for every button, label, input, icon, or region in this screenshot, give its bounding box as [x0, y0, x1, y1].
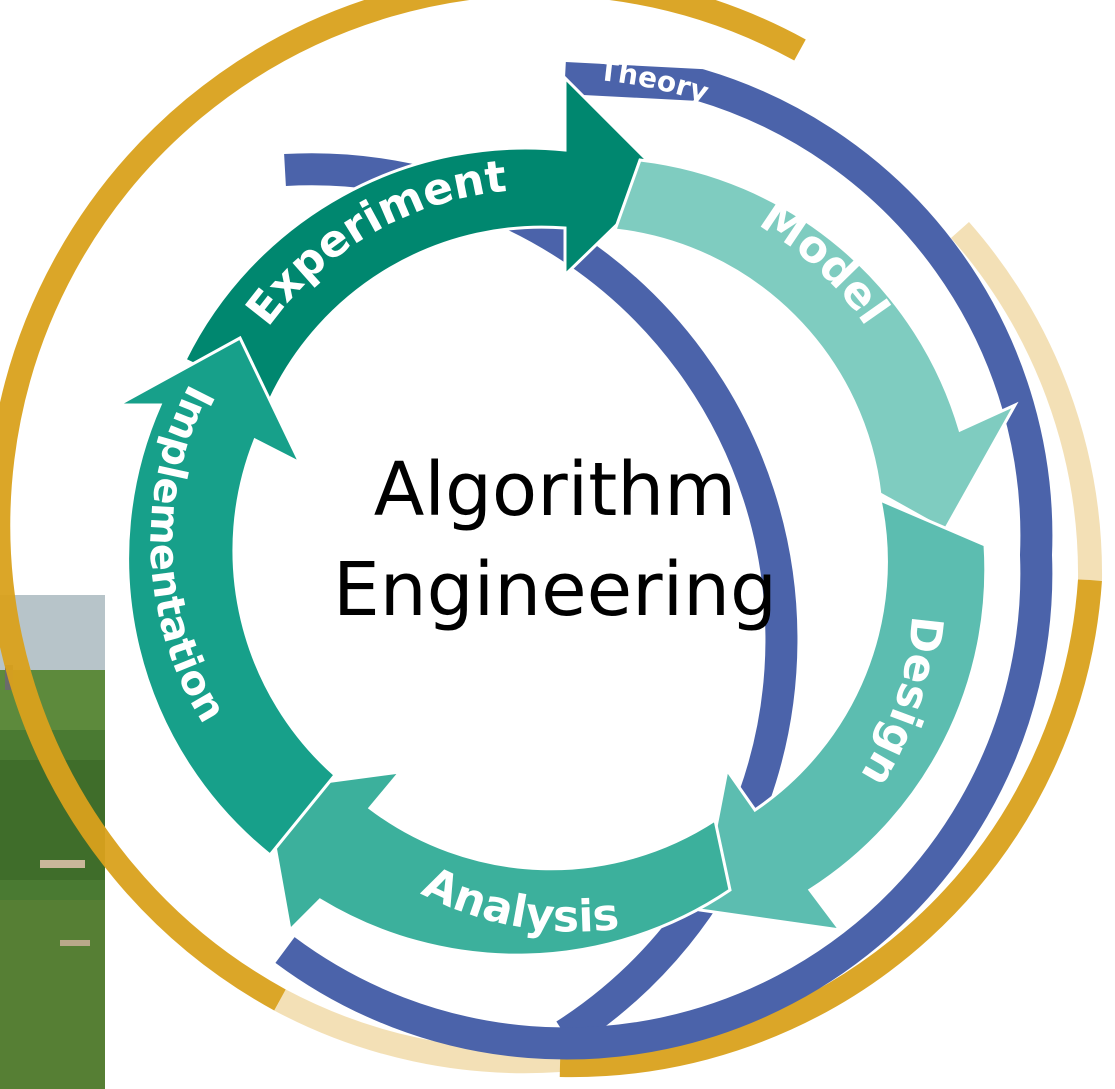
- theory-band: [275, 62, 1053, 1060]
- design-arrow: [698, 497, 988, 932]
- center-title-line1: Algorithm: [374, 447, 736, 533]
- center-title-line2: Engineering: [333, 547, 777, 633]
- theory-label: Theory: [597, 54, 712, 109]
- implementation-arrow: [117, 335, 338, 858]
- practice-ring: [0, 0, 1103, 1078]
- experiment-arrow: [182, 74, 668, 402]
